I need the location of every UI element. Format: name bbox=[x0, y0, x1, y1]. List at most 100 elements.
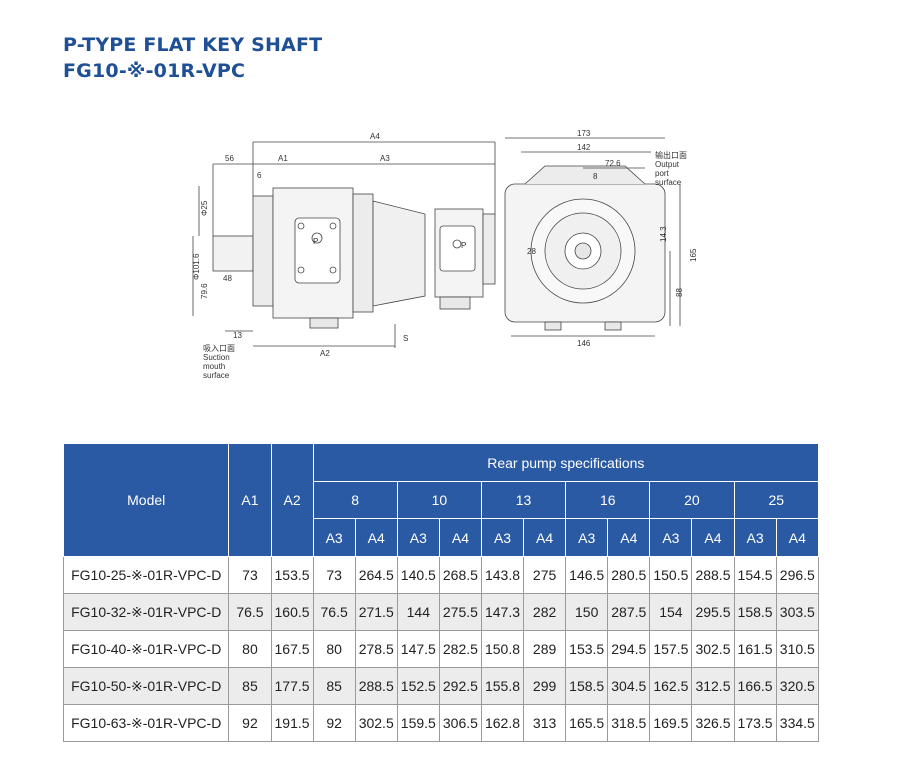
header-rear-pump: Rear pump specifications bbox=[312, 443, 820, 482]
value-cell: 92 bbox=[228, 704, 272, 742]
dim-48: 48 bbox=[223, 274, 232, 283]
dim-56: 56 bbox=[225, 154, 234, 163]
dim-6: 6 bbox=[257, 171, 262, 180]
dim-phi101: Φ101.6 bbox=[192, 253, 201, 280]
value-cell: 288.5 bbox=[691, 556, 735, 594]
value-cell: 155.8 bbox=[480, 667, 525, 705]
value-cell: 160.5 bbox=[270, 593, 314, 631]
header-group: 10 bbox=[396, 481, 482, 519]
dim-a1: A1 bbox=[278, 154, 288, 163]
header-a4: A4 bbox=[691, 518, 735, 557]
suction-label-3: surface bbox=[203, 371, 230, 380]
value-cell: 147.3 bbox=[480, 593, 525, 631]
dim-8: 8 bbox=[593, 172, 598, 181]
value-cell: 275 bbox=[523, 556, 567, 594]
model-cell: FG10-32-※-01R-VPC-D bbox=[62, 593, 230, 631]
value-cell: 292.5 bbox=[438, 667, 482, 705]
value-cell: 143.8 bbox=[480, 556, 525, 594]
dim-79: 79.6 bbox=[200, 283, 209, 299]
dim-a4: A4 bbox=[370, 132, 380, 141]
value-cell: 162.8 bbox=[480, 704, 525, 742]
suction-label-cn: 吸入口面 bbox=[203, 344, 235, 353]
value-cell: 157.5 bbox=[649, 630, 693, 668]
value-cell: 282 bbox=[523, 593, 567, 631]
header-a4: A4 bbox=[354, 518, 398, 557]
header-group: 20 bbox=[649, 481, 735, 519]
value-cell: 85 bbox=[228, 667, 272, 705]
value-cell: 313 bbox=[523, 704, 567, 742]
value-cell: 288.5 bbox=[354, 667, 398, 705]
value-cell: 302.5 bbox=[354, 704, 398, 742]
dim-72: 72.6 bbox=[605, 159, 621, 168]
output-label-cn: 输出口面 bbox=[655, 150, 687, 160]
dimension-table: Model A1 A2 Rear pump specifications 8 1… bbox=[62, 443, 820, 742]
header-a4: A4 bbox=[438, 518, 482, 557]
value-cell: 303.5 bbox=[775, 593, 820, 631]
value-cell: 150 bbox=[565, 593, 609, 631]
value-cell: 177.5 bbox=[270, 667, 314, 705]
dim-88: 88 bbox=[675, 288, 684, 297]
value-cell: 76.5 bbox=[228, 593, 272, 631]
header-a3: A3 bbox=[396, 518, 440, 557]
header-a4: A4 bbox=[607, 518, 651, 557]
value-cell: 140.5 bbox=[396, 556, 440, 594]
header-a3: A3 bbox=[312, 518, 356, 557]
value-cell: 166.5 bbox=[733, 667, 777, 705]
value-cell: 169.5 bbox=[649, 704, 693, 742]
value-cell: 165.5 bbox=[565, 704, 609, 742]
header-a2: A2 bbox=[270, 443, 314, 557]
header-a1: A1 bbox=[228, 443, 272, 557]
header-group: 13 bbox=[480, 481, 567, 519]
value-cell: 73 bbox=[228, 556, 272, 594]
value-cell: 158.5 bbox=[565, 667, 609, 705]
value-cell: 271.5 bbox=[354, 593, 398, 631]
header-group: 25 bbox=[733, 481, 820, 519]
value-cell: 264.5 bbox=[354, 556, 398, 594]
header-model: Model bbox=[62, 443, 230, 557]
value-cell: 153.5 bbox=[565, 630, 609, 668]
value-cell: 320.5 bbox=[775, 667, 820, 705]
value-cell: 150.8 bbox=[480, 630, 525, 668]
page-subtitle: FG10-※-01R-VPC bbox=[63, 60, 246, 82]
value-cell: 312.5 bbox=[691, 667, 735, 705]
value-cell: 295.5 bbox=[691, 593, 735, 631]
value-cell: 162.5 bbox=[649, 667, 693, 705]
page-title: P-TYPE FLAT KEY SHAFT bbox=[63, 34, 323, 56]
value-cell: 146.5 bbox=[565, 556, 609, 594]
suction-label-1: Suction bbox=[203, 353, 230, 362]
header-a3: A3 bbox=[649, 518, 693, 557]
value-cell: 85 bbox=[312, 667, 356, 705]
dim-142: 142 bbox=[577, 143, 591, 152]
pump-dimension-drawing: A4 56 A1 A3 6 48 13 A2 S Φ25 Φ101.6 79.6… bbox=[192, 129, 698, 380]
value-cell: 154.5 bbox=[733, 556, 777, 594]
value-cell: 144 bbox=[396, 593, 440, 631]
value-cell: 282.5 bbox=[438, 630, 482, 668]
value-cell: 76.5 bbox=[312, 593, 356, 631]
dim-a2: A2 bbox=[320, 349, 330, 358]
value-cell: 278.5 bbox=[354, 630, 398, 668]
output-label-1: Output bbox=[655, 160, 680, 169]
header-a3: A3 bbox=[565, 518, 609, 557]
value-cell: 280.5 bbox=[607, 556, 651, 594]
value-cell: 173.5 bbox=[733, 704, 777, 742]
value-cell: 296.5 bbox=[775, 556, 820, 594]
model-cell: FG10-50-※-01R-VPC-D bbox=[62, 667, 230, 705]
suction-label-2: mouth bbox=[203, 362, 225, 371]
value-cell: 153.5 bbox=[270, 556, 314, 594]
dim-146: 146 bbox=[577, 339, 591, 348]
value-cell: 191.5 bbox=[270, 704, 314, 742]
value-cell: 294.5 bbox=[607, 630, 651, 668]
dim-s: S bbox=[403, 334, 408, 343]
value-cell: 275.5 bbox=[438, 593, 482, 631]
dim-165: 165 bbox=[689, 248, 698, 262]
value-cell: 310.5 bbox=[775, 630, 820, 668]
value-cell: 154 bbox=[649, 593, 693, 631]
dim-28: 28 bbox=[527, 247, 536, 256]
value-cell: 334.5 bbox=[775, 704, 820, 742]
port-p-label-rear: P bbox=[461, 241, 466, 250]
